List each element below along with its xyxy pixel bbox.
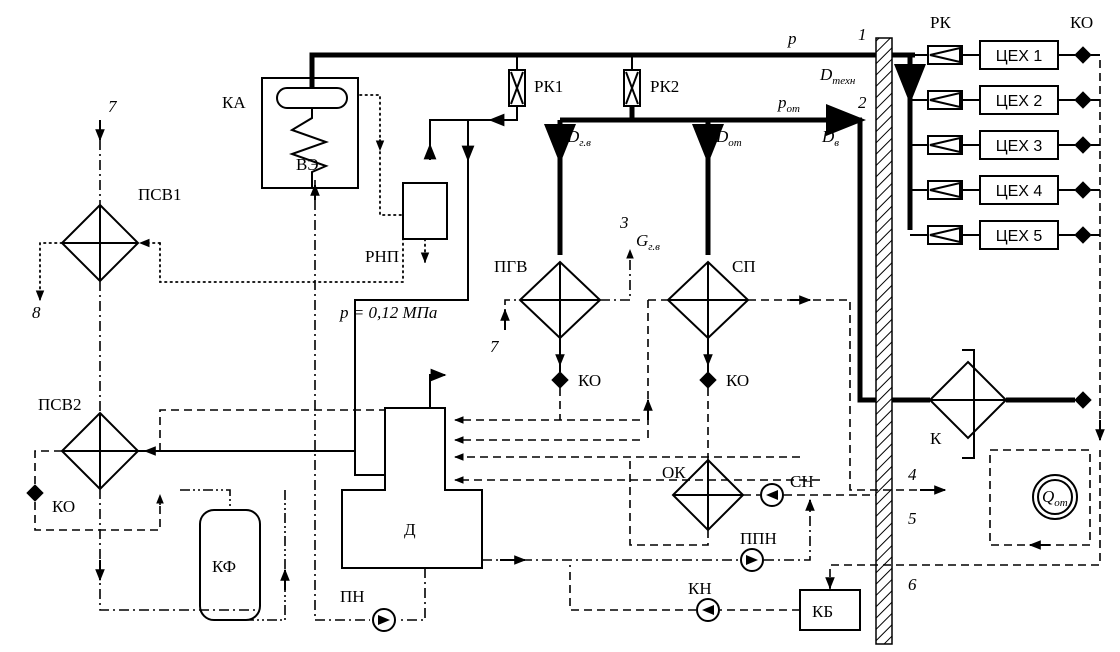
label-kf: КФ [212,557,236,576]
label-d-ot: Dот [715,127,742,149]
label-kn: КН [688,579,712,598]
shop-label: ЦЕХ 3 [996,138,1043,155]
label-p-ot: pот [777,93,800,115]
label-psv1: ПСВ1 [138,185,181,204]
pump-kn [696,598,720,622]
label-q-ot: Qот [1042,487,1068,509]
label-ppn: ППН [740,529,777,548]
boundary-wall [875,37,893,645]
drain-ko [1074,181,1092,199]
marker-8: 8 [32,303,41,322]
label-d-tekhn: Dтехн [819,65,856,87]
label-rk2: РК2 [650,77,679,96]
shop-label: ЦЕХ 4 [996,183,1043,200]
marker-2: 2 [858,93,867,112]
label-d-gv: Dг.в [566,127,591,149]
marker-7-pgv: 7 [490,337,500,356]
label-rk: РК [930,13,951,32]
label-rnp: РНП [365,247,399,266]
shop-label: ЦЕХ 2 [996,93,1043,110]
pump-sn [760,483,784,507]
label-psv2: ПСВ2 [38,395,81,414]
label-ko-pgv: КО [578,371,601,390]
label-p: p [787,29,797,48]
label-pgv: ПГВ [494,257,527,276]
marker-4: 4 [908,465,917,484]
label-ko-shops: КО [1070,13,1093,32]
heater-pgv [518,260,602,340]
label-ok: ОК [662,463,686,482]
drain-ko [1074,46,1092,64]
label-k: К [930,429,942,448]
pump-ppn [740,548,764,572]
valve-rk [927,225,963,245]
heater-psv1 [60,203,140,283]
marker-1: 1 [858,25,867,44]
shop-row: ЦЕХ 4 [910,175,1100,205]
label-sp: СП [732,257,756,276]
shop-row: ЦЕХ 2 [910,85,1100,115]
shop-row: ЦЕХ 3 [910,130,1100,160]
label-pressure: p = 0,12 МПа [339,303,437,322]
steam-main-line [309,52,876,88]
label-sn: СН [790,472,814,491]
shop-label: ЦЕХ 5 [996,228,1043,245]
condenser-k [928,349,1008,459]
shops-group: ЦЕХ 1 ЦЕХ 2 ЦЕХ 3 ЦЕХ 4 ЦЕХ 5 [910,40,1100,250]
label-rk1: РК1 [534,77,563,96]
deaerator-d [341,368,483,569]
label-ka: КА [222,93,246,112]
marker-3: 3 [619,213,629,232]
heat-consumer-qot [1032,474,1078,520]
label-kb: КБ [812,602,833,621]
label-ko-psv2: КО [52,497,75,516]
valve-rk [927,45,963,65]
label-d: Д [404,520,416,539]
label-ve: ВЭ [296,155,319,174]
drain-ko [1074,136,1092,154]
drain-ko-psv2 [26,484,44,502]
valve-rk [927,90,963,110]
shop-row: ЦЕХ 1 [910,40,1100,70]
marker-6: 6 [908,575,917,594]
label-ko-sp: КО [726,371,749,390]
marker-7-top: 7 [108,97,118,116]
valve-rk [927,135,963,155]
label-d-v: Dв [821,127,839,149]
shop-label: ЦЕХ 1 [996,48,1043,65]
shop-row: ЦЕХ 5 [910,220,1100,250]
label-pn: ПН [340,587,365,606]
valve-rk [927,180,963,200]
rnp-unit [402,182,448,240]
drain-ko [1074,91,1092,109]
label-g-gv: Gг.в [636,231,660,253]
marker-5: 5 [908,509,917,528]
pump-pn [372,608,396,632]
heater-psv2 [60,411,140,491]
drain-ko [1074,226,1092,244]
